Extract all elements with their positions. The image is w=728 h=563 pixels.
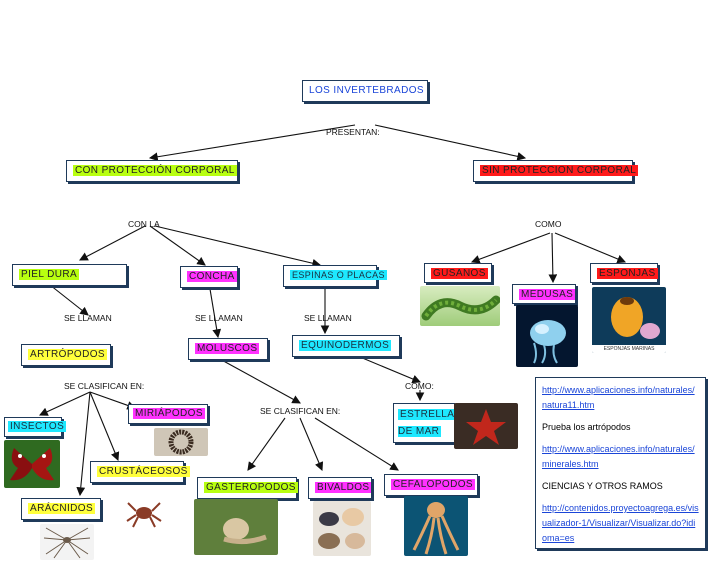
edge-con-concha	[149, 225, 206, 266]
crustaceos-node: CRUSTÁCEOSOS	[90, 461, 190, 483]
insectos-node: INSECTOS	[4, 417, 67, 437]
equinodermos-label: EQUINODERMOS	[299, 340, 392, 351]
octopus-photo	[404, 496, 468, 556]
edge-concha-moluscos	[209, 288, 222, 339]
label-se-llaman-2: SE LLAMAN	[195, 313, 243, 323]
crab-photo	[125, 497, 163, 529]
piel-dura-node: PIEL DURA	[12, 264, 127, 286]
cefalopodos-label: CEFALOPODOS	[391, 479, 475, 490]
shells-photo	[313, 501, 371, 556]
edge-artro-insectos	[39, 391, 91, 416]
caterpillar-photo	[420, 286, 500, 326]
insectos-label: INSECTOS	[8, 421, 67, 432]
jellyfish-photo	[516, 305, 578, 367]
edge-root-con	[148, 124, 356, 162]
miriapodos-label: MIRIÁPODOS	[133, 408, 205, 419]
medusas-node: MEDUSAS	[512, 284, 576, 304]
aracnidos-node: ARÁCNIDOS	[21, 498, 101, 520]
medusas-label: MEDUSAS	[519, 289, 576, 300]
reference-notes: http://www.aplicaciones.info/naturales/n…	[535, 377, 706, 549]
edge-moluscos-clasif	[217, 357, 301, 404]
edge-piel-artro	[49, 284, 89, 316]
edge-sin-esponjas	[554, 232, 627, 264]
sin-proteccion-node: SIN PROTECCION CORPORAL	[473, 160, 639, 182]
edge-artro-miria	[89, 391, 137, 410]
reference-link-2[interactable]: http://www.aplicaciones.info/naturales/m…	[542, 444, 695, 469]
spider-photo	[40, 524, 94, 560]
equinodermos-node: EQUINODERMOS	[292, 335, 400, 357]
gasteropodos-label: GASTEROPODOS	[204, 482, 298, 493]
piel-dura-label: PIEL DURA	[19, 269, 80, 280]
espinas-label: ESPINAS O PLACAS	[290, 270, 387, 280]
label-se-clasifican-2: SE CLASIFICAN EN:	[260, 406, 341, 416]
edge-con-piel	[79, 225, 146, 261]
reference-link-1[interactable]: http://www.aplicaciones.info/naturales/n…	[542, 385, 695, 410]
espinas-node: ESPINAS O PLACAS	[283, 265, 387, 287]
label-como-1: COMO	[535, 219, 562, 229]
reference-link-3[interactable]: http://contenidos.proyectoagrega.es/visu…	[542, 503, 699, 543]
edge-clasif-cefal	[314, 417, 399, 471]
bivalvos-node: BIVALDOS	[308, 477, 372, 499]
aracnidos-label: ARÁCNIDOS	[28, 503, 96, 514]
sponge-photo: ESPONJAS MARINAS	[592, 287, 666, 353]
moluscos-node: MOLUSCOS	[188, 338, 268, 360]
edge-clasif-bival	[299, 417, 324, 472]
gusanos-label: GUSANOS	[431, 268, 488, 279]
edge-clasif-gaster	[247, 417, 286, 471]
artropodos-node: ARTRÓPODOS	[21, 344, 111, 366]
edge-root-sin	[374, 124, 527, 161]
starfish-photo	[454, 403, 518, 449]
sponge-caption: ESPONJAS MARINAS	[592, 345, 666, 353]
label-presentan: PRESENTAN:	[326, 127, 380, 137]
esponjas-node: ESPONJAS	[590, 263, 658, 283]
root-node: LOS INVERTEBRADOS	[302, 80, 428, 102]
cefalopodos-node: CEFALOPODOS	[384, 474, 478, 496]
con-proteccion-label: CON PROTECCIÓN CORPORAL	[73, 165, 237, 176]
edge-sin-medusas	[548, 232, 558, 284]
label-se-llaman-3: SE LLAMAN	[304, 313, 352, 323]
artropodos-label: ARTRÓPODOS	[28, 349, 107, 360]
esponjas-label: ESPONJAS	[597, 268, 658, 279]
estrella-label: ESTRELLA DE MAR	[398, 409, 455, 437]
notes-text-2: CIENCIAS Y OTROS RAMOS	[542, 481, 663, 491]
edge-equino-estrella	[359, 356, 422, 384]
label-se-llaman-1: SE LLAMAN	[64, 313, 112, 323]
label-con-la: CON LA	[128, 219, 160, 229]
edge-artro-aracnidos	[76, 391, 91, 497]
con-proteccion-node: CON PROTECCIÓN CORPORAL	[66, 160, 238, 182]
label-se-clasifican-1: SE CLASIFICAN EN:	[64, 381, 145, 391]
bivalvos-label: BIVALDOS	[315, 482, 372, 493]
root-label: LOS INVERTEBRADOS	[309, 85, 424, 96]
millipede-photo	[154, 428, 208, 456]
edge-con-espinas	[154, 225, 322, 268]
gasteropodos-node: GASTEROPODOS	[197, 477, 298, 499]
gusanos-node: GUSANOS	[424, 263, 492, 283]
estrella-node: ESTRELLA DE MAR	[393, 403, 455, 443]
concha-node: CONCHA	[180, 266, 238, 288]
snail-photo	[194, 499, 278, 555]
butterfly-photo	[4, 440, 60, 488]
edge-sin-gusanos	[470, 232, 551, 264]
notes-text-1: Prueba los artrópodos	[542, 422, 631, 432]
edge-artro-crust	[89, 391, 120, 462]
sin-proteccion-label: SIN PROTECCION CORPORAL	[480, 165, 639, 176]
label-como-2: COMO:	[405, 381, 434, 391]
moluscos-label: MOLUSCOS	[195, 343, 260, 354]
crustaceos-label: CRUSTÁCEOSOS	[97, 466, 190, 477]
miriapodos-node: MIRIÁPODOS	[128, 404, 208, 424]
concha-label: CONCHA	[187, 271, 237, 282]
